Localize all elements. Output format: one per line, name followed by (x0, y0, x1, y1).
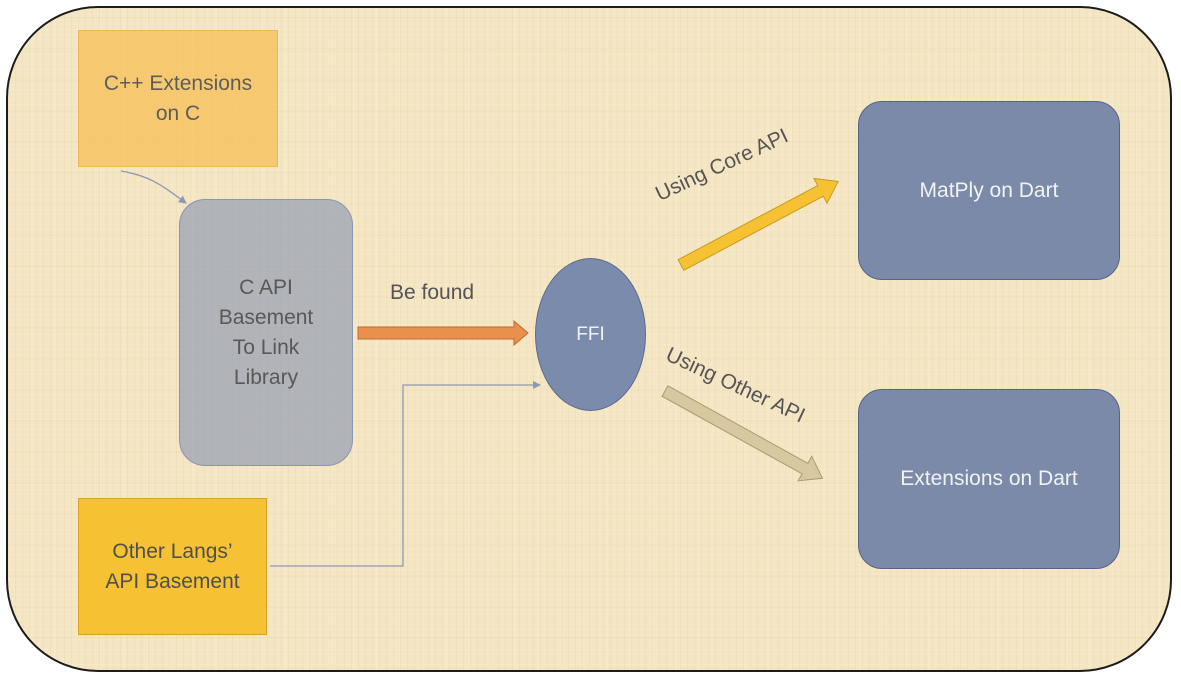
extensions-dart-box: Extensions on Dart (858, 389, 1120, 569)
be-found-label: Be found (390, 281, 475, 304)
core-api-arrow (677, 177, 839, 271)
c-api-basement-box: C API Basement To Link Library (179, 199, 353, 466)
c-api-line2: Basement (218, 305, 314, 329)
ffi-node: FFI (535, 258, 646, 411)
cpp-to-capi-connector (120, 170, 187, 204)
ffi-label: FFI (576, 323, 605, 345)
extensions-dart-label: Extensions on Dart (900, 467, 1078, 490)
cpp-extensions-line2: on C (155, 101, 201, 125)
be-found-arrow (357, 319, 529, 347)
other-langs-line1: Other Langs’ (112, 539, 233, 563)
c-api-line3: To Link (232, 335, 300, 359)
matply-dart-box: MatPly on Dart (858, 101, 1120, 280)
other-langs-line2: API Basement (105, 569, 240, 593)
cpp-extensions-line1: C++ Extensions (103, 71, 253, 95)
c-api-line4: Library (233, 365, 299, 389)
other-api-arrow (661, 385, 824, 482)
matply-label: MatPly on Dart (919, 178, 1059, 202)
otherlangs-to-ffi-connector (270, 381, 541, 567)
cpp-extensions-box: C++ Extensions on C (78, 30, 278, 167)
c-api-line1: C API (239, 275, 293, 299)
other-langs-api-box: Other Langs’ API Basement (78, 498, 267, 635)
